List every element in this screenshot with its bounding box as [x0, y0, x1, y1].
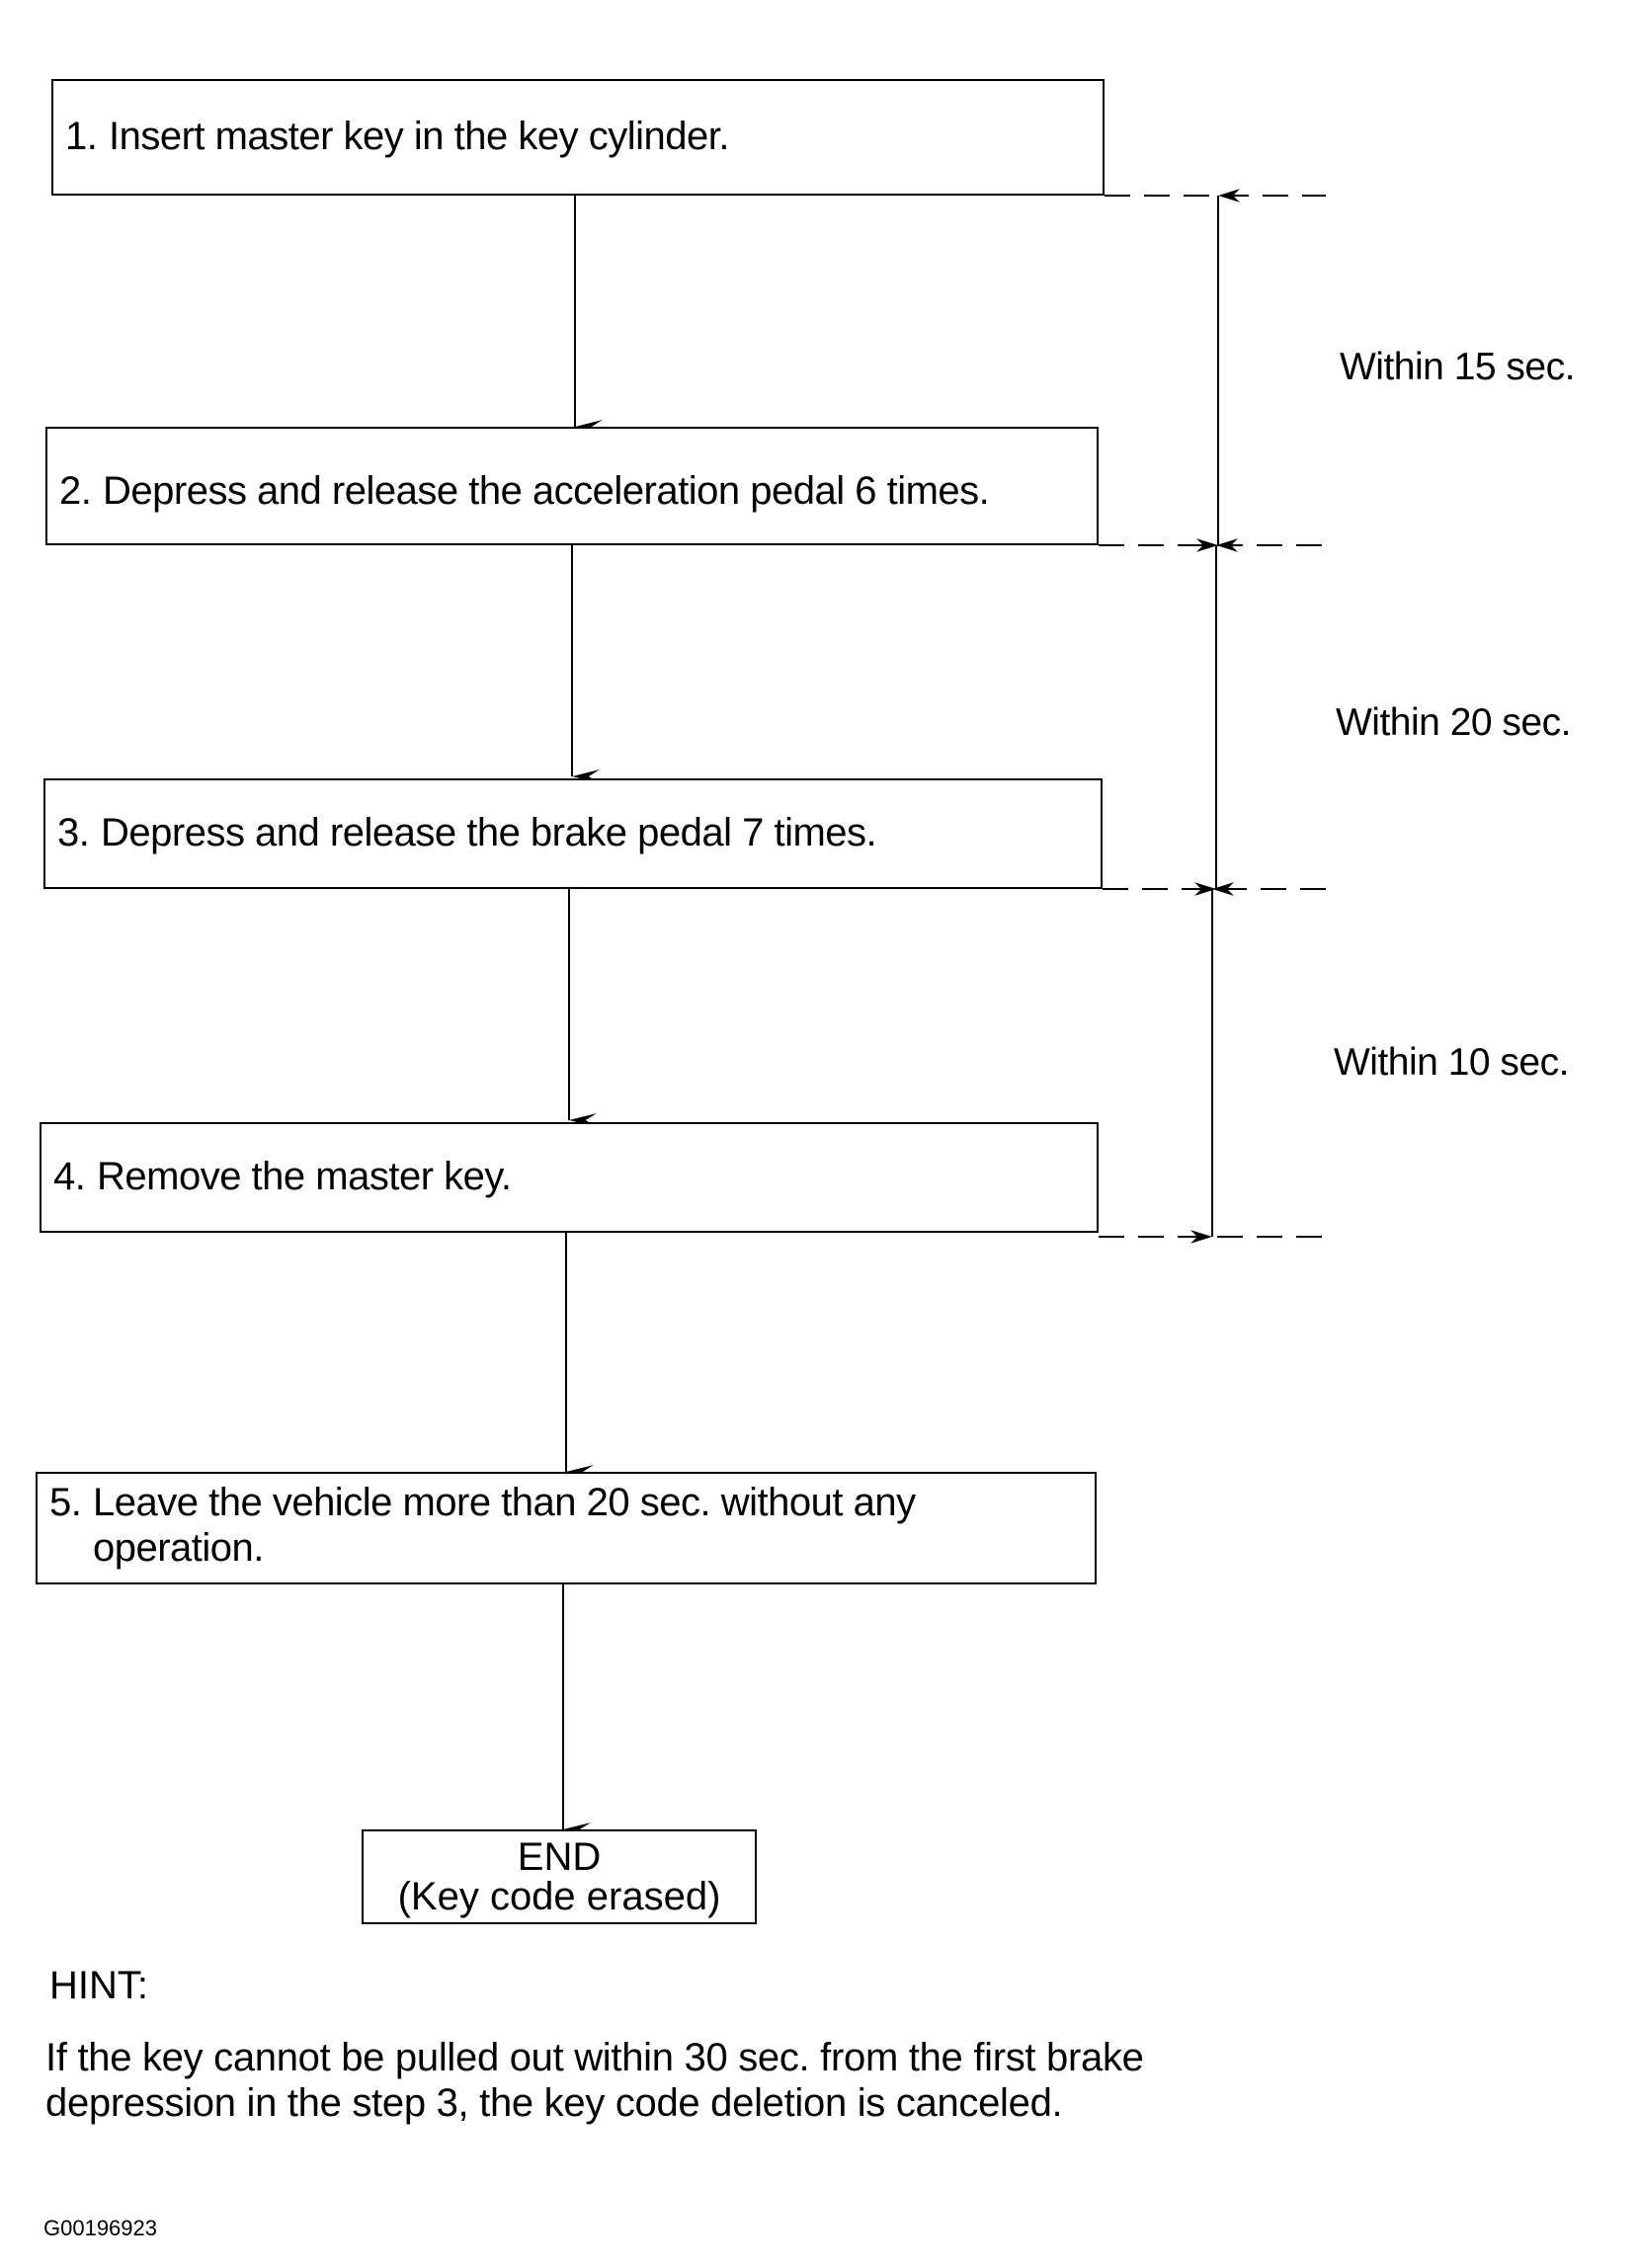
hint-title: HINT: — [49, 1964, 148, 2007]
step-5-box: 5. Leave the vehicle more than 20 sec. wi… — [36, 1472, 1097, 1584]
step-3-box: 3. Depress and release the brake pedal 7 … — [43, 778, 1103, 889]
step-3-text: Depress and release the brake pedal 7 ti… — [101, 811, 877, 854]
step-2-number: 2. — [59, 469, 92, 513]
step-2-text: Depress and release the acceleration ped… — [103, 469, 990, 513]
step-2-box: 2.Depress and release the acceleration p… — [45, 427, 1099, 545]
end-sublabel: (Key code erased) — [397, 1875, 721, 1918]
end-box: END (Key code erased) — [362, 1829, 757, 1924]
step-4-number: 4. — [53, 1155, 86, 1198]
step-3-number: 3. — [57, 811, 90, 854]
step-1-number: 1. — [65, 115, 98, 158]
figure-code: G00196923 — [43, 2216, 157, 2240]
timing-label-15: Within 15 sec. — [1340, 346, 1575, 388]
timing-label-10: Within 10 sec. — [1334, 1041, 1569, 1084]
step-1-text: Insert master key in the key cylinder. — [109, 115, 729, 158]
timing-label-20: Within 20 sec. — [1336, 701, 1571, 744]
step-5-text: Leave the vehicle more than 20 sec. with… — [93, 1481, 916, 1524]
step-1-box: 1. Insert master key in the key cylinder. — [51, 79, 1105, 196]
step-4-box: 4. Remove the master key. — [40, 1122, 1099, 1233]
step-5-number: 5. — [49, 1481, 82, 1524]
step-4-text: Remove the master key. — [97, 1155, 512, 1198]
end-label: END — [517, 1835, 602, 1879]
step-5-text-continued: operation. — [93, 1526, 264, 1570]
hint-text: If the key cannot be pulled out within 3… — [45, 2036, 1144, 2125]
